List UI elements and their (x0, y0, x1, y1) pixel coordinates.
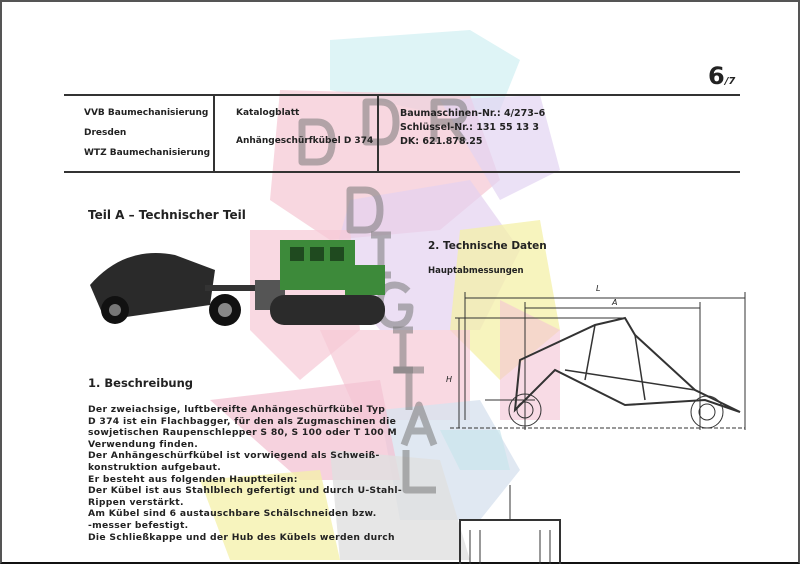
body-line: Rippen verstärkt. (88, 496, 184, 508)
watermark-letter-l (402, 450, 436, 494)
body-line: Verwendung finden. (88, 438, 198, 450)
header-right-2: Schlüssel-Nr.: 131 55 13 3 (400, 122, 540, 133)
section1-heading: 1. Beschreibung (88, 376, 194, 390)
header-middle-2: Anhängeschürfkübel D 374 (236, 136, 374, 146)
body-line: Er besteht aus folgenden Hauptteilen: (88, 473, 298, 485)
header-left-1: VVB Baumechanisierung (84, 108, 209, 118)
scraper-tractor-photo (90, 240, 385, 326)
header-top-rule (64, 94, 740, 96)
watermark-letter-t (394, 366, 424, 410)
body-line: -messer befestigt. (88, 519, 189, 531)
header-middle-1: Katalogblatt (236, 108, 300, 118)
body-line: D 374 ist ein Flachbagger, für den als Z… (88, 415, 397, 427)
header-divider-1 (213, 95, 215, 171)
dim-label-h: H (446, 375, 453, 384)
page-number-main: 6 (708, 62, 725, 90)
header-right-3: DK: 621.878.25 (400, 136, 483, 147)
watermark-letter-a (400, 401, 438, 447)
body-line: Der Anhängeschürfkübel ist vorwiegend al… (88, 450, 380, 462)
body-line: Der Kübel ist aus Stahlblech gefertigt u… (88, 485, 402, 497)
watermark-letter-d (346, 186, 384, 234)
watermark-letter-d (362, 98, 400, 146)
watermark-letter-r (430, 98, 468, 145)
body-line: Die Schließkappe und der Hub des Kübels … (88, 531, 395, 543)
body-line: konstruktion aufgebaut. (88, 461, 221, 473)
header-left-3: WTZ Baumechanisierung (84, 148, 211, 158)
dimension-drawing (450, 292, 746, 430)
front-view-drawing (459, 485, 561, 564)
header-left-2: Dresden (84, 128, 127, 138)
dim-label-a: A (612, 298, 618, 307)
page-number-sub: /7 (724, 76, 736, 87)
section1-body: Der zweiachsige, luftbereifte Anhängesch… (88, 404, 402, 543)
body-line: Am Kübel sind 6 austauschbare Schälschne… (88, 508, 377, 520)
dim-label-l: L (596, 284, 601, 293)
watermark-letter-d (298, 118, 336, 166)
page-number: 6/7 (708, 62, 735, 90)
header-bottom-rule (64, 171, 740, 173)
section2-subheading: Hauptabmessungen (428, 266, 524, 276)
header-right-1: Baumaschinen-Nr.: 4/273–6 (400, 108, 546, 119)
section-title: Teil A – Technischer Teil (88, 208, 246, 222)
body-line: Der zweiachsige, luftbereifte Anhängesch… (88, 404, 386, 415)
header-divider-2 (377, 95, 379, 171)
body-line: sowjetischen Raupenschlepper S 80, S 100… (88, 427, 397, 439)
section2-heading: 2. Technische Daten (428, 240, 547, 252)
